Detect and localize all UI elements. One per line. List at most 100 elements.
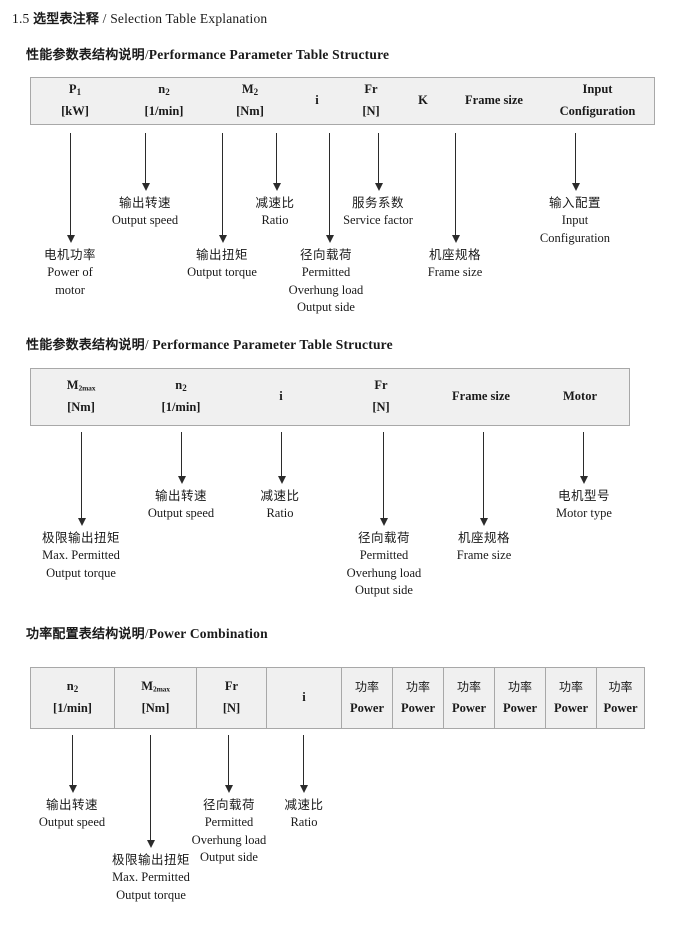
annotation-power-of-motor-en-2: motor — [55, 282, 85, 297]
arrow-to-ratio-3 — [299, 735, 308, 793]
annotation-ratio-cn: 减速比 — [255, 195, 295, 210]
table3-col-n2-unit: [1/min] — [53, 701, 92, 715]
table3-col-power-3-en: Power — [451, 700, 486, 715]
annotation-output-speed-3: 输出转速 Output speed — [22, 796, 122, 832]
section-1-title-separator: / — [144, 47, 149, 62]
arrow-to-power-of-motor — [66, 133, 75, 243]
table2-col-i: i — [231, 369, 331, 425]
table2-col-n2-symbol: n2 — [175, 378, 187, 394]
annotation-input-configuration-en-1: Input — [561, 212, 589, 227]
annotation-service-factor: 服务系数 Service factor — [323, 194, 433, 230]
table1-col-configuration-label: Configuration — [559, 104, 636, 118]
table2-col-n2-unit: [1/min] — [161, 400, 201, 414]
annotation-frame-size-2: 机座规格 Frame size — [434, 529, 534, 565]
table3-col-n2: n2 [1/min] — [31, 668, 114, 728]
section-1-title: 性能参数表结构说明/Performance Parameter Table St… — [26, 44, 389, 63]
annotation-service-factor-cn: 服务系数 — [351, 195, 404, 210]
arrow-to-max-permitted-output-torque-3 — [146, 735, 155, 848]
annotation-output-speed-3-en-1: Output speed — [38, 814, 106, 829]
section-2-title-separator: / — [144, 337, 149, 352]
arrow-to-output-torque — [218, 133, 227, 243]
table2-col-fr: Fr [N] — [331, 369, 431, 425]
annotation-overhung-load-en-3: Output side — [297, 300, 355, 315]
table3-col-i: i — [266, 668, 341, 728]
table3-col-i-symbol: i — [302, 690, 306, 705]
annotation-overhung-load: 径向载荷 Permitted Overhung load Output side — [271, 246, 381, 317]
table3-col-power-3: 功率 Power — [443, 668, 494, 728]
annotation-service-factor-en-1: Service factor — [343, 212, 413, 227]
table2-col-i-symbol: i — [279, 389, 283, 404]
table3-col-m2max-unit: [Nm] — [141, 701, 170, 715]
arrow-to-output-speed-3 — [68, 735, 77, 793]
table1-col-frame-size-label: Frame size — [465, 93, 523, 108]
annotation-max-permitted-output-torque-3-en-2: Output torque — [116, 887, 186, 902]
table3-col-fr: Fr [N] — [196, 668, 266, 728]
annotation-max-permitted-output-torque-cn: 极限输出扭矩 — [41, 530, 120, 545]
table2-col-n2: n2 [1/min] — [131, 369, 231, 425]
annotation-overhung-load-3-en-1: Permitted — [204, 814, 254, 829]
annotation-frame-size-en-1: Frame size — [427, 264, 483, 279]
table1-col-i-symbol: i — [315, 93, 319, 108]
annotation-ratio: 减速比 Ratio — [232, 194, 318, 230]
annotation-output-speed-2-en-1: Output speed — [147, 505, 215, 520]
section-2-title-cn: 性能参数表结构说明 — [26, 338, 145, 353]
table2-col-fr-unit: [N] — [372, 400, 390, 414]
table3-col-power-5: 功率 Power — [545, 668, 596, 728]
table2-col-motor: Motor — [531, 369, 629, 425]
arrow-to-output-speed — [141, 133, 150, 191]
table1-col-m2-symbol: M2 — [241, 82, 259, 98]
table1-col-k: K — [399, 78, 447, 124]
table1-col-p1-symbol: P1 — [68, 82, 82, 98]
table2-col-frame-size: Frame size — [431, 369, 531, 425]
annotation-output-speed-cn: 输出转速 — [118, 195, 171, 210]
annotation-input-configuration-en-2: Configuration — [539, 230, 611, 245]
annotation-frame-size-cn: 机座规格 — [428, 247, 481, 262]
annotation-output-speed-2-cn: 输出转速 — [154, 488, 207, 503]
annotation-overhung-load-en-2: Overhung load — [288, 282, 364, 297]
annotation-input-configuration: 输入配置 Input Configuration — [516, 194, 634, 247]
table1-col-fr-symbol: Fr — [364, 82, 378, 97]
arrow-to-output-speed-2 — [177, 432, 186, 484]
annotation-overhung-load-3-cn: 径向载荷 — [202, 797, 255, 812]
annotation-ratio-3-en-1: Ratio — [290, 814, 318, 829]
annotation-motor-type-cn: 电机型号 — [557, 488, 610, 503]
section-2-title: 性能参数表结构说明/ Performance Parameter Table S… — [26, 334, 393, 353]
annotation-overhung-load-3-en-2: Overhung load — [191, 832, 267, 847]
table1-col-n2-symbol: n2 — [158, 82, 170, 98]
annotation-max-permitted-output-torque-3: 极限输出扭矩 Max. Permitted Output torque — [91, 851, 211, 904]
annotation-ratio-2: 减速比 Ratio — [238, 487, 322, 523]
page-title-cn: 选型表注释 — [33, 12, 100, 27]
table3-col-m2max: M2max [Nm] — [114, 668, 196, 728]
annotation-overhung-load-cn: 径向载荷 — [299, 247, 352, 262]
arrow-to-overhung-load-3 — [224, 735, 233, 793]
annotation-ratio-2-en-1: Ratio — [266, 505, 294, 520]
performance-parameter-table-1: P1 [kW] n2 [1/min] M2 [Nm] i Fr [N] K Fr… — [30, 77, 655, 125]
table2-col-m2max-unit: [Nm] — [67, 400, 95, 414]
page-title-en: Selection Table Explanation — [110, 11, 268, 26]
section-1-title-en: Performance Parameter Table Structure — [148, 47, 390, 62]
table1-col-input-label: Input — [582, 82, 613, 97]
table3-col-power-6-en: Power — [603, 700, 638, 715]
annotation-output-torque-cn: 输出扭矩 — [195, 247, 248, 262]
performance-parameter-table-2: M2max [Nm] n2 [1/min] i Fr [N] Frame siz… — [30, 368, 630, 426]
table2-col-m2max-symbol: M2max — [66, 378, 96, 393]
table1-col-p1: P1 [kW] — [31, 78, 119, 124]
table1-col-input-configuration: Input Configuration — [541, 78, 654, 124]
annotation-output-speed-en-1: Output speed — [111, 212, 179, 227]
annotation-ratio-3: 减速比 Ratio — [262, 796, 346, 832]
section-1-title-cn: 性能参数表结构说明 — [26, 48, 145, 63]
annotation-overhung-load-en-1: Permitted — [301, 264, 351, 279]
table3-col-m2max-symbol: M2max — [141, 679, 170, 694]
table2-col-fr-symbol: Fr — [374, 378, 388, 393]
table1-col-fr: Fr [N] — [343, 78, 399, 124]
arrow-to-ratio-2 — [277, 432, 286, 484]
table3-col-power-2-en: Power — [400, 700, 435, 715]
table3-col-power-1-en: Power — [349, 700, 384, 715]
table3-col-n2-symbol: n2 — [66, 679, 79, 695]
annotation-power-of-motor: 电机功率 Power of motor — [20, 246, 120, 299]
arrow-to-overhung-load-2 — [379, 432, 388, 526]
arrow-to-input-configuration — [571, 133, 580, 191]
section-3-title: 功率配置表结构说明/Power Combination — [26, 623, 268, 642]
table1-col-n2: n2 [1/min] — [119, 78, 209, 124]
power-combination-table: n2 [1/min] M2max [Nm] Fr [N] i 功率 Power … — [30, 667, 645, 729]
